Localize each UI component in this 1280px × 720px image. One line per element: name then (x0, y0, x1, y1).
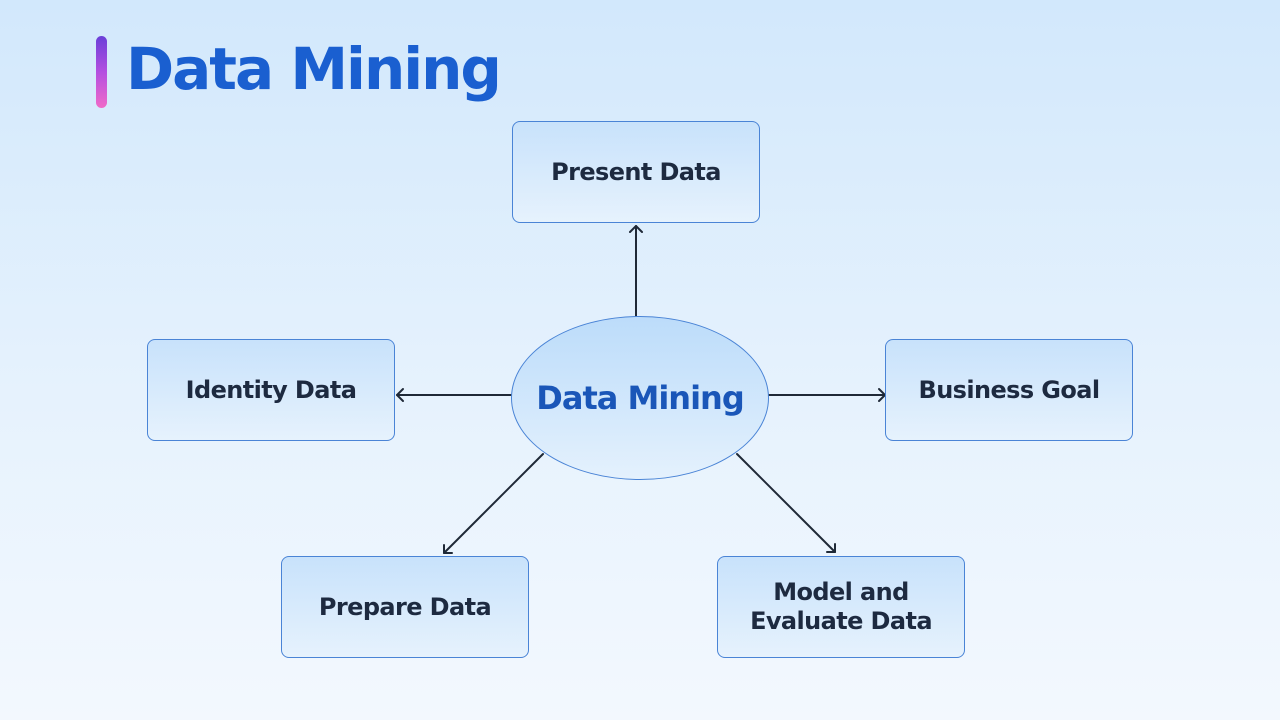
node-label: Present Data (551, 157, 721, 186)
arrow-to-prepare-data (443, 453, 544, 554)
node-label: Business Goal (918, 375, 1101, 404)
title-accent-bar (96, 36, 107, 108)
arrow-to-identity-data (396, 388, 512, 402)
arrow-to-business-goal (768, 388, 886, 402)
page-title: Data Mining (126, 35, 502, 103)
node-label: Model and Evaluate Data (750, 578, 932, 635)
arrow-to-model-evaluate-data (736, 453, 836, 553)
node-model-evaluate-data: Model and Evaluate Data (717, 556, 965, 658)
center-node-data-mining: Data Mining (511, 316, 769, 480)
node-identity-data: Identity Data (147, 339, 395, 441)
arrow-to-present-data (629, 225, 643, 317)
node-business-goal: Business Goal (885, 339, 1133, 441)
node-present-data: Present Data (512, 121, 760, 223)
node-prepare-data: Prepare Data (281, 556, 529, 658)
center-node-label: Data Mining (536, 379, 744, 417)
node-label: Identity Data (185, 375, 357, 404)
node-label: Prepare Data (318, 592, 492, 621)
